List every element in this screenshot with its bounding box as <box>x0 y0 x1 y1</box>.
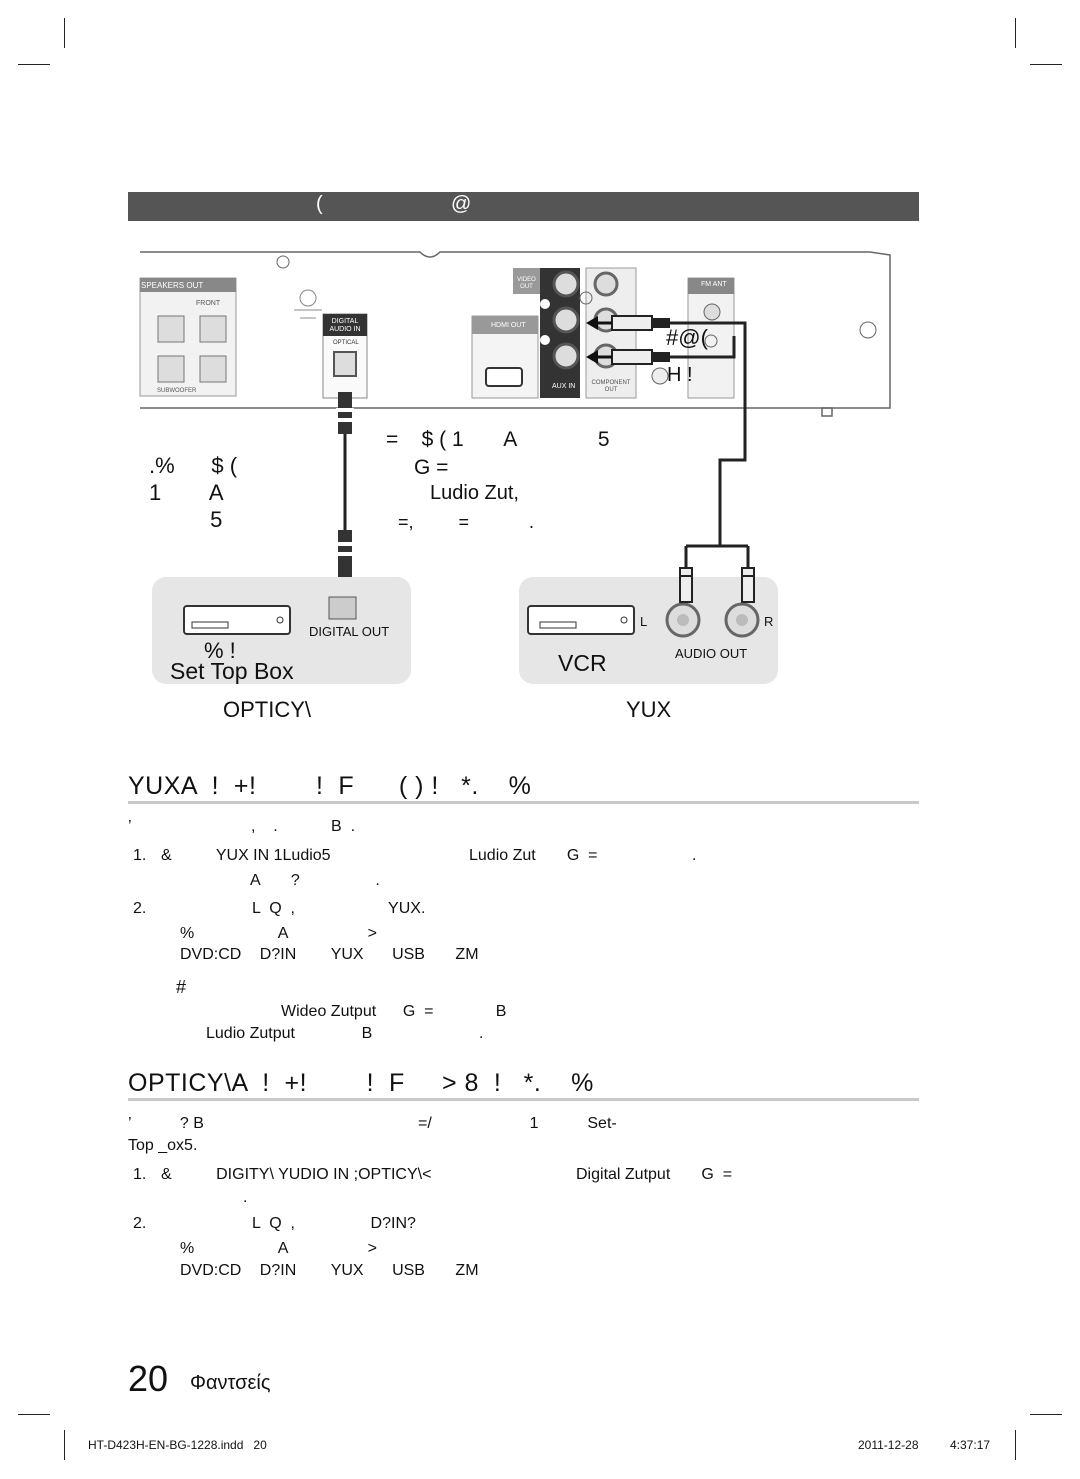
page-number: 20 <box>128 1358 169 1399</box>
section2-intro-c: Top _ox5. <box>128 1137 198 1154</box>
mode-fm: ZM <box>455 1262 479 1279</box>
section2-step2: L Q , D?IN? <box>252 1215 416 1232</box>
section1-step2-line2: % A > <box>180 925 377 942</box>
footer-time: 4:37:17 <box>950 1438 991 1452</box>
section1-mode-list: DVD:CD D?IN YUX USB ZM <box>180 946 479 964</box>
optical-note: .% $ ( 1 A 5 <box>149 453 238 532</box>
section2-intro-b: =/ 1 Set- <box>418 1115 617 1132</box>
crop-mark <box>1030 64 1062 65</box>
digital-audio-in-label: DIGITAL AUDIO IN <box>329 318 361 333</box>
stb-label: Set Top Box <box>170 658 294 684</box>
crop-mark <box>64 1430 65 1460</box>
mode-aux: YUX <box>330 1262 364 1279</box>
mode-dvd-cd: DVD:CD <box>180 1262 242 1279</box>
mode-din: D?IN <box>259 1262 297 1279</box>
section1-step2-num: 2. <box>133 900 147 917</box>
set-top-box-icon <box>183 596 357 635</box>
section2-intro-a: ’ ? B <box>128 1115 204 1132</box>
screw-icon <box>579 291 593 305</box>
section1-step1-c: . <box>692 847 697 864</box>
audio-note-line2: G = <box>414 456 449 479</box>
optical-caption: OPTICY\ <box>223 697 312 722</box>
aux-caption: YUX <box>626 697 672 722</box>
right-channel-label: R <box>764 614 774 629</box>
crop-mark <box>18 1414 50 1415</box>
section1-intro: ’ , . B . <box>128 818 356 835</box>
audio-note-line1: = $ ( 1 A 5 <box>386 428 610 451</box>
fan-icon <box>294 289 322 319</box>
screw-icon <box>704 334 718 348</box>
section2-rule <box>128 1098 919 1101</box>
crop-mark <box>1015 1430 1016 1460</box>
mode-usb: USB <box>392 946 425 963</box>
speakers-out-label: SPEAKERS OUT <box>141 281 204 290</box>
subwoofer-label: SUBWOOFER <box>157 388 197 394</box>
arrow-icon <box>586 316 598 364</box>
screw-icon <box>859 321 877 339</box>
audio-note-line4: =, = . <box>398 512 535 532</box>
back-panel <box>140 251 891 417</box>
crop-mark <box>1030 1414 1062 1415</box>
section2-step2-num: 2. <box>133 1215 147 1232</box>
section1-rule <box>128 801 919 804</box>
component-out-label: COMPONENT OUT <box>591 380 631 393</box>
header-char-right: @ <box>451 193 472 215</box>
mode-din: D?IN <box>259 946 297 963</box>
section1-step1-b: Ludio Zut G = <box>469 847 598 864</box>
section2-step1-num: 1. <box>133 1166 147 1183</box>
stb-small-label: % ! <box>204 638 236 663</box>
optical-plug-icon <box>336 392 354 434</box>
audio-out-label: AUDIO OUT <box>675 646 748 661</box>
note-icon: # <box>176 977 187 997</box>
panel-label-top-right: #@( <box>666 325 708 350</box>
vcr-label: VCR <box>558 650 607 676</box>
left-channel-label: L <box>640 614 648 629</box>
front-label: FRONT <box>196 300 221 307</box>
video-out-label: VIDEO OUT <box>517 277 536 290</box>
crop-mark <box>1015 18 1016 48</box>
section1-title: YUXA ! +! ! F ( ) ! *. % <box>128 772 532 800</box>
section1-step1: & YUX IN 1Ludio5 <box>161 847 331 864</box>
section1-note-line2: Ludio Zutput B . <box>206 1025 484 1042</box>
section-header-bar: ( @ <box>128 192 919 221</box>
rca-jack-icon <box>665 602 760 638</box>
section1-step2: L Q , YUX. <box>252 900 426 917</box>
section2-step1-c: . <box>243 1189 248 1206</box>
header-char-left: ( <box>316 193 323 215</box>
crop-mark <box>18 64 50 65</box>
optical-label: OPTICAL <box>333 340 359 346</box>
section2-step2-line2: % A > <box>180 1240 377 1257</box>
section1-step1-num: 1. <box>133 847 147 864</box>
section1-note-line1: Wideo Zutput G = B <box>281 1003 507 1020</box>
rca-plug-icon <box>679 575 755 603</box>
vcr-icon <box>527 605 635 635</box>
section2-step1-b: Digital Zutput G = <box>576 1166 733 1183</box>
aux-in-label: AUX IN <box>552 383 576 390</box>
digital-out-label: DIGITAL OUT <box>309 624 390 639</box>
page-section-label: Φαντσείς <box>190 1372 271 1394</box>
optical-plug-icon <box>336 530 354 588</box>
mode-dvd-cd: DVD:CD <box>180 946 242 963</box>
screw-icon <box>276 255 290 269</box>
audio-note-line3: Ludio Zut, <box>430 482 519 504</box>
footer-date: 2011-12-28 <box>858 1438 919 1452</box>
mode-fm: ZM <box>455 946 479 963</box>
section1-step1-line2: A ? . <box>250 872 380 889</box>
footer-file: HT-D423H-EN-BG-1228.indd 20 <box>88 1438 267 1452</box>
section2-title: OPTICY\A ! +! ! F > 8 ! *. % <box>128 1069 594 1097</box>
vcr-device <box>527 575 760 638</box>
mode-usb: USB <box>392 1262 425 1279</box>
mode-aux: YUX <box>330 946 364 963</box>
section2-mode-list: DVD:CD D?IN YUX USB ZM <box>180 1262 479 1280</box>
panel-label-bottom-right: H ! <box>667 364 693 386</box>
section2-step1-a: & DIGITY\ YUDIO IN ;OPTICY\< <box>161 1166 432 1183</box>
crop-mark <box>64 18 65 48</box>
hdmi-out-label: HDMI OUT <box>491 322 526 329</box>
fm-ant-label: FM ANT <box>701 281 727 288</box>
